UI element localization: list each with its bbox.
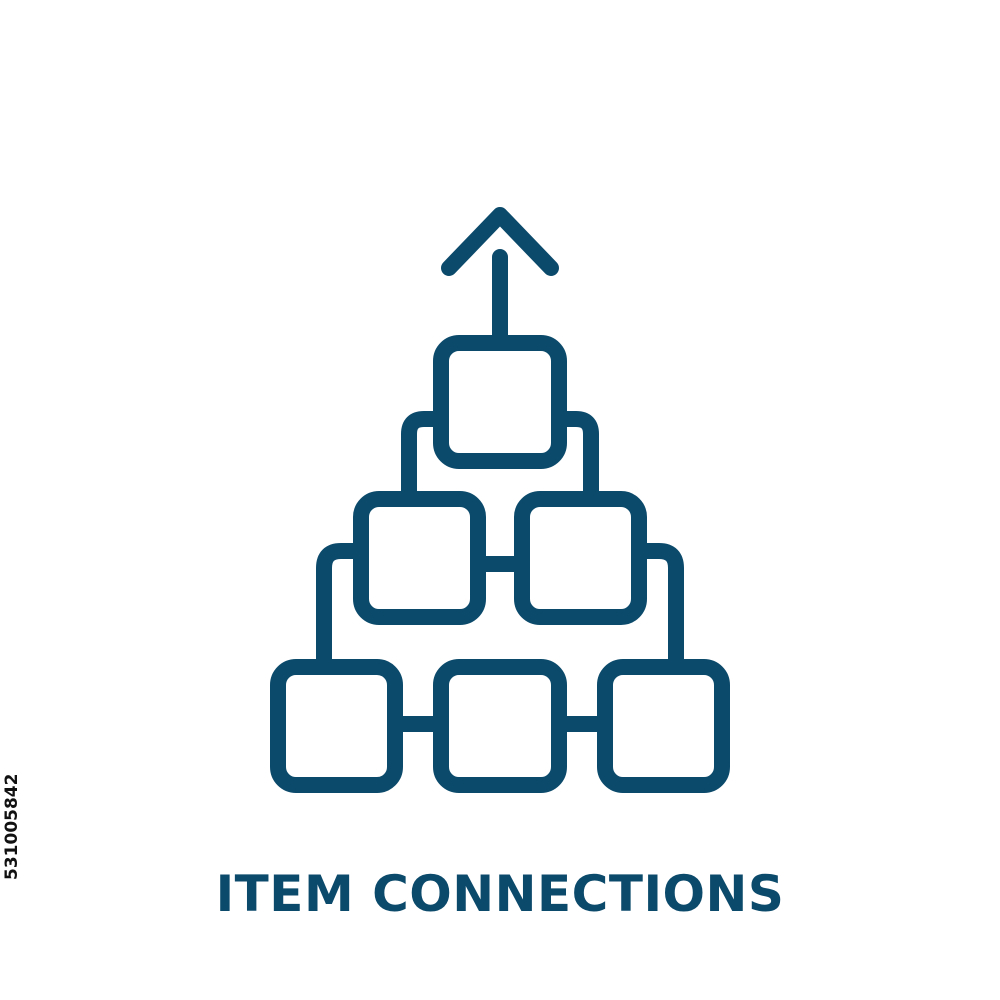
bottom-center-square xyxy=(433,659,567,793)
item-connections-icon xyxy=(270,207,730,793)
arrow-head xyxy=(441,207,559,276)
left-bracket-bottom xyxy=(316,543,369,673)
icon-strokes xyxy=(270,207,730,793)
bottom-right-square xyxy=(597,659,730,793)
icon-caption: ITEM CONNECTIONS xyxy=(215,865,785,923)
stock-id-label: 531005842 xyxy=(2,773,22,880)
middle-left-square xyxy=(353,491,486,625)
right-bracket-top xyxy=(551,411,599,507)
top-square xyxy=(433,335,567,469)
middle-right-square xyxy=(514,491,647,625)
bottom-left-square xyxy=(270,659,403,793)
right-bracket-bottom xyxy=(631,543,684,673)
item-connections-svg xyxy=(270,207,730,793)
left-bracket-top xyxy=(401,411,449,507)
